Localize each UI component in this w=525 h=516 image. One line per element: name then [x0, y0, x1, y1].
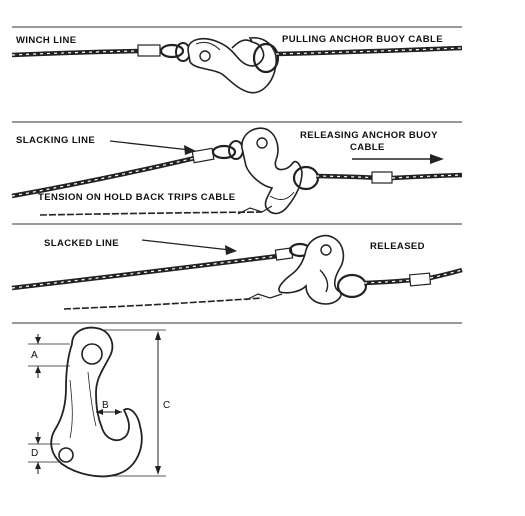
releasing-arrow: [430, 154, 444, 164]
panel-1-illustration: [11, 37, 463, 94]
hook-outline: [50, 326, 143, 478]
panel-2-illustration: [11, 127, 463, 216]
released-ring: [336, 273, 368, 299]
hook-top-eye: [81, 343, 103, 365]
label-slacked-line: SLACKED LINE: [44, 238, 119, 249]
slacked-arrow: [225, 245, 237, 255]
hook-dimension-detail: [28, 326, 166, 478]
dimension-label-a: A: [31, 350, 38, 361]
hook-pin: [199, 50, 211, 62]
pelican-hook-opening: [241, 127, 303, 215]
label-releasing-anchor-buoy: RELEASING ANCHOR BUOY: [300, 130, 438, 141]
hold-back-cable: [63, 297, 263, 310]
dimension-label-d: D: [31, 448, 39, 459]
dimension-label-b: B: [102, 400, 109, 411]
label-pulling-anchor-buoy-cable: PULLING ANCHOR BUOY CABLE: [282, 34, 443, 45]
dimension-label-c: C: [163, 400, 171, 411]
pelican-hook-open: [278, 234, 345, 305]
panel-separators: [12, 26, 462, 324]
hook-bottom-eye: [58, 447, 74, 463]
label-tension-hold-back: TENSION ON HOLD BACK TRIPS CABLE: [38, 192, 236, 203]
slacking-arrow: [184, 145, 196, 155]
label-released: RELEASED: [370, 241, 425, 252]
shackle-link: [159, 43, 185, 59]
pelican-hook-closed: [187, 37, 277, 94]
hold-back-trip-cable: [39, 211, 263, 216]
label-releasing-cable: CABLE: [350, 142, 385, 153]
releasing-anchor-cable: [391, 172, 463, 181]
label-winch-line: WINCH LINE: [16, 35, 77, 46]
winch-line-ferrule: [137, 44, 161, 57]
anchor-cable-ring: [252, 42, 280, 74]
panel-3-illustration: [11, 234, 463, 310]
slacking-line-rope: [11, 155, 196, 199]
label-slacking-line: SLACKING LINE: [16, 135, 96, 146]
